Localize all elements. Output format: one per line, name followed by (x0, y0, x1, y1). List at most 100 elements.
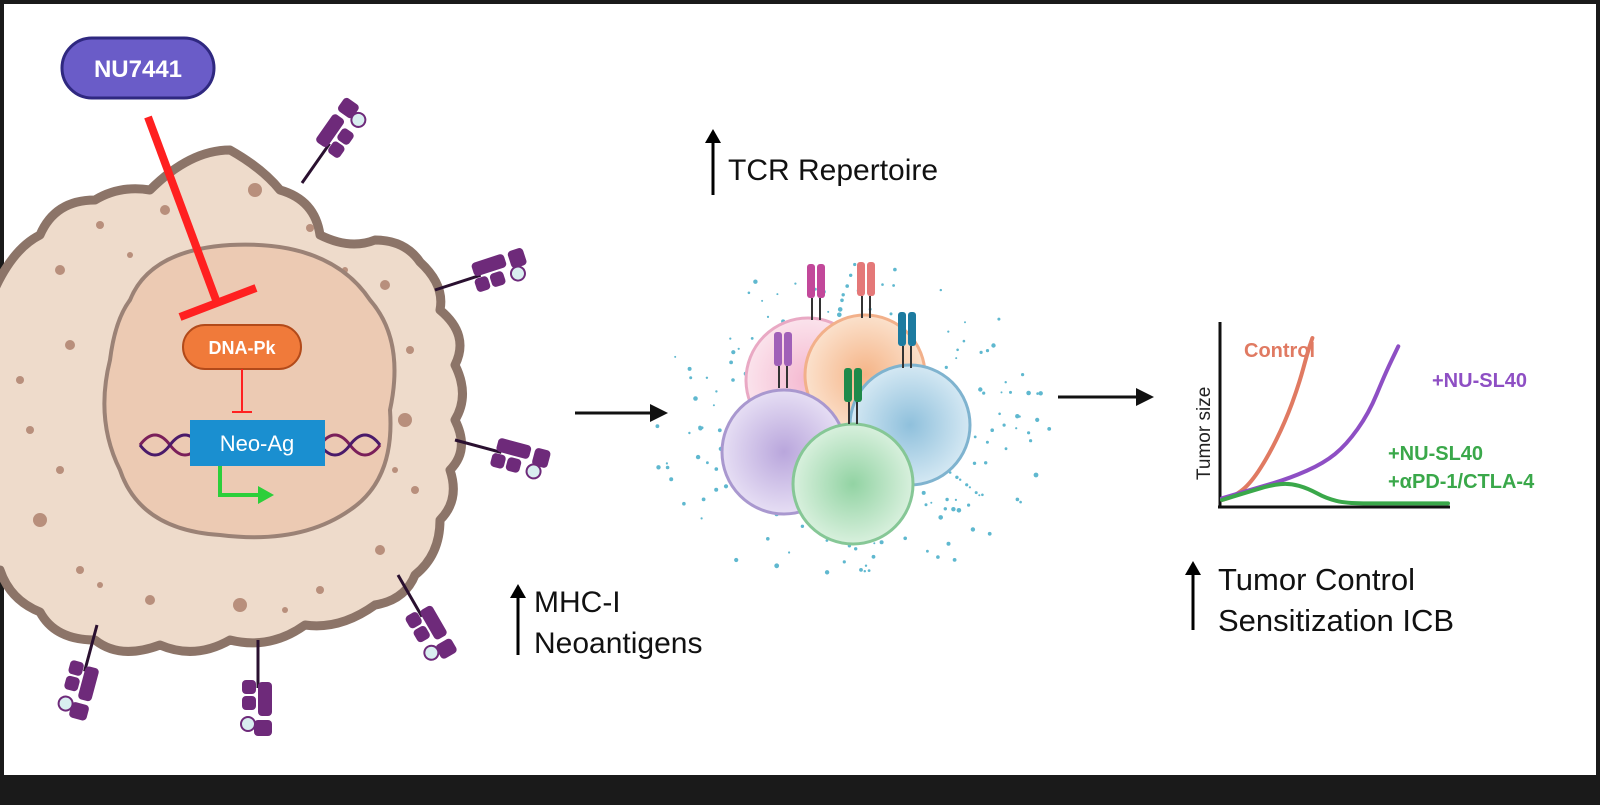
cytokine-dot (952, 558, 957, 562)
cytokine-dot (698, 425, 702, 430)
cytokine-dot (665, 465, 670, 470)
cytokine-dot (747, 291, 751, 295)
cytokine-dot (973, 435, 977, 439)
cytokine-dot (1018, 415, 1021, 418)
cytokine-dot (794, 282, 797, 285)
cytokine-dot (1015, 414, 1020, 419)
legend-control: Control (1244, 340, 1315, 362)
cytokine-dot (859, 568, 863, 572)
cytokine-dot (729, 360, 733, 365)
cytokine-dot (774, 563, 780, 569)
cytokine-dot (943, 507, 947, 511)
cytokine-dot (766, 315, 770, 318)
cytokine-dot (729, 337, 732, 340)
up-arrow-mhc-head (510, 584, 526, 598)
cytokine-dot (903, 536, 907, 541)
cytokine-dot (731, 350, 736, 355)
cytokine-dot (712, 404, 715, 407)
tcr-repertoire-text: TCR Repertoire (728, 154, 938, 187)
cytokine-dot (1019, 500, 1022, 504)
cytokine-dot (964, 321, 966, 324)
cytokine-dot (984, 461, 988, 465)
cytokine-dot (714, 487, 719, 492)
cytokine-dot (655, 424, 660, 429)
nu7441-pill (60, 36, 216, 100)
cytokine-dot (766, 537, 770, 541)
cytokine-dot (979, 350, 983, 354)
cytokine-dot (936, 555, 940, 559)
cytokine-dot (987, 531, 992, 536)
cytokine-dot (893, 267, 897, 272)
cytokine-dot (1000, 391, 1003, 394)
cytokine-dot (776, 293, 779, 296)
cytokine-dot (881, 283, 884, 286)
cytokine-dot (924, 503, 928, 507)
cytokine-dot (985, 349, 990, 353)
cytokine-dot (706, 461, 709, 465)
nu7441-label: NU7441 (94, 56, 182, 83)
chart-y-label: Tumor size (1194, 387, 1215, 480)
cytokine-dot (921, 490, 926, 495)
chart-series (1220, 336, 1450, 506)
series-line-2 (1220, 481, 1450, 506)
cytokine-dot (1004, 381, 1007, 384)
cytokine-dot (954, 498, 958, 501)
cytokine-dot (930, 501, 933, 504)
transcription-arrow (218, 466, 260, 497)
sensitization-icb-text: Sensitization ICB (1218, 603, 1454, 638)
cytokine-dot (955, 475, 959, 479)
cytokine-dot (723, 484, 729, 489)
cytokine-dot (845, 284, 849, 288)
cytokine-dot (978, 494, 981, 497)
nu7441-inhibition-line (144, 115, 220, 302)
cytokine-dot (947, 330, 950, 333)
cytokine-dot (800, 524, 805, 528)
cytokine-dot (1009, 390, 1012, 394)
flow-arrow-2-head (1136, 388, 1154, 406)
cytokine-dot (693, 396, 698, 401)
cytokine-dot (841, 293, 845, 297)
cytokine-dot (873, 542, 876, 545)
cytokine-dot (1015, 497, 1020, 502)
cytokine-dot (951, 507, 956, 512)
cytokine-dot (761, 299, 764, 302)
cytokine-dot (864, 564, 868, 567)
cytokine-dot (837, 307, 843, 312)
cytokine-dot (962, 339, 966, 343)
cytokine-dot (701, 497, 706, 502)
t-cell-green (791, 422, 915, 546)
cytokine-dot (1033, 472, 1039, 478)
cytokine-dot (867, 569, 871, 572)
cytokine-dot (1015, 427, 1018, 430)
up-arrow-tcr-head (705, 129, 721, 143)
cytokine-dot (669, 477, 674, 482)
cytokine-dot (926, 549, 929, 553)
cytokine-dot (705, 376, 709, 379)
cytokine-dot (991, 343, 996, 348)
cytokine-dot (1047, 427, 1052, 431)
cytokine-dot (965, 483, 969, 487)
cytokine-dot (842, 560, 846, 564)
cytokine-dot (974, 491, 978, 495)
cytokine-dot (1026, 390, 1031, 396)
legend-combo-line1: +NU-SL40 (1388, 443, 1483, 465)
cytokine-dot (982, 391, 986, 395)
cytokine-dot (892, 284, 895, 287)
cytokine-dot (695, 454, 701, 460)
t-cell-cluster (655, 261, 1052, 575)
legend-combo-line2: +αPD-1/CTLA-4 (1388, 471, 1535, 493)
cytokine-dot (737, 347, 740, 350)
cytokine-dot (1035, 417, 1040, 422)
cytoplasm-granules (16, 183, 419, 613)
flow-arrow-1-head (650, 404, 668, 422)
cytokine-dot (849, 273, 853, 277)
cytokine-dot (967, 503, 971, 507)
cytokine-dot (714, 467, 719, 471)
cytokine-dot (853, 262, 857, 267)
cytokine-dot (688, 431, 691, 435)
cytokine-dot (687, 366, 692, 371)
cytokine-dot (1021, 373, 1025, 377)
cytokine-dot (854, 547, 858, 551)
